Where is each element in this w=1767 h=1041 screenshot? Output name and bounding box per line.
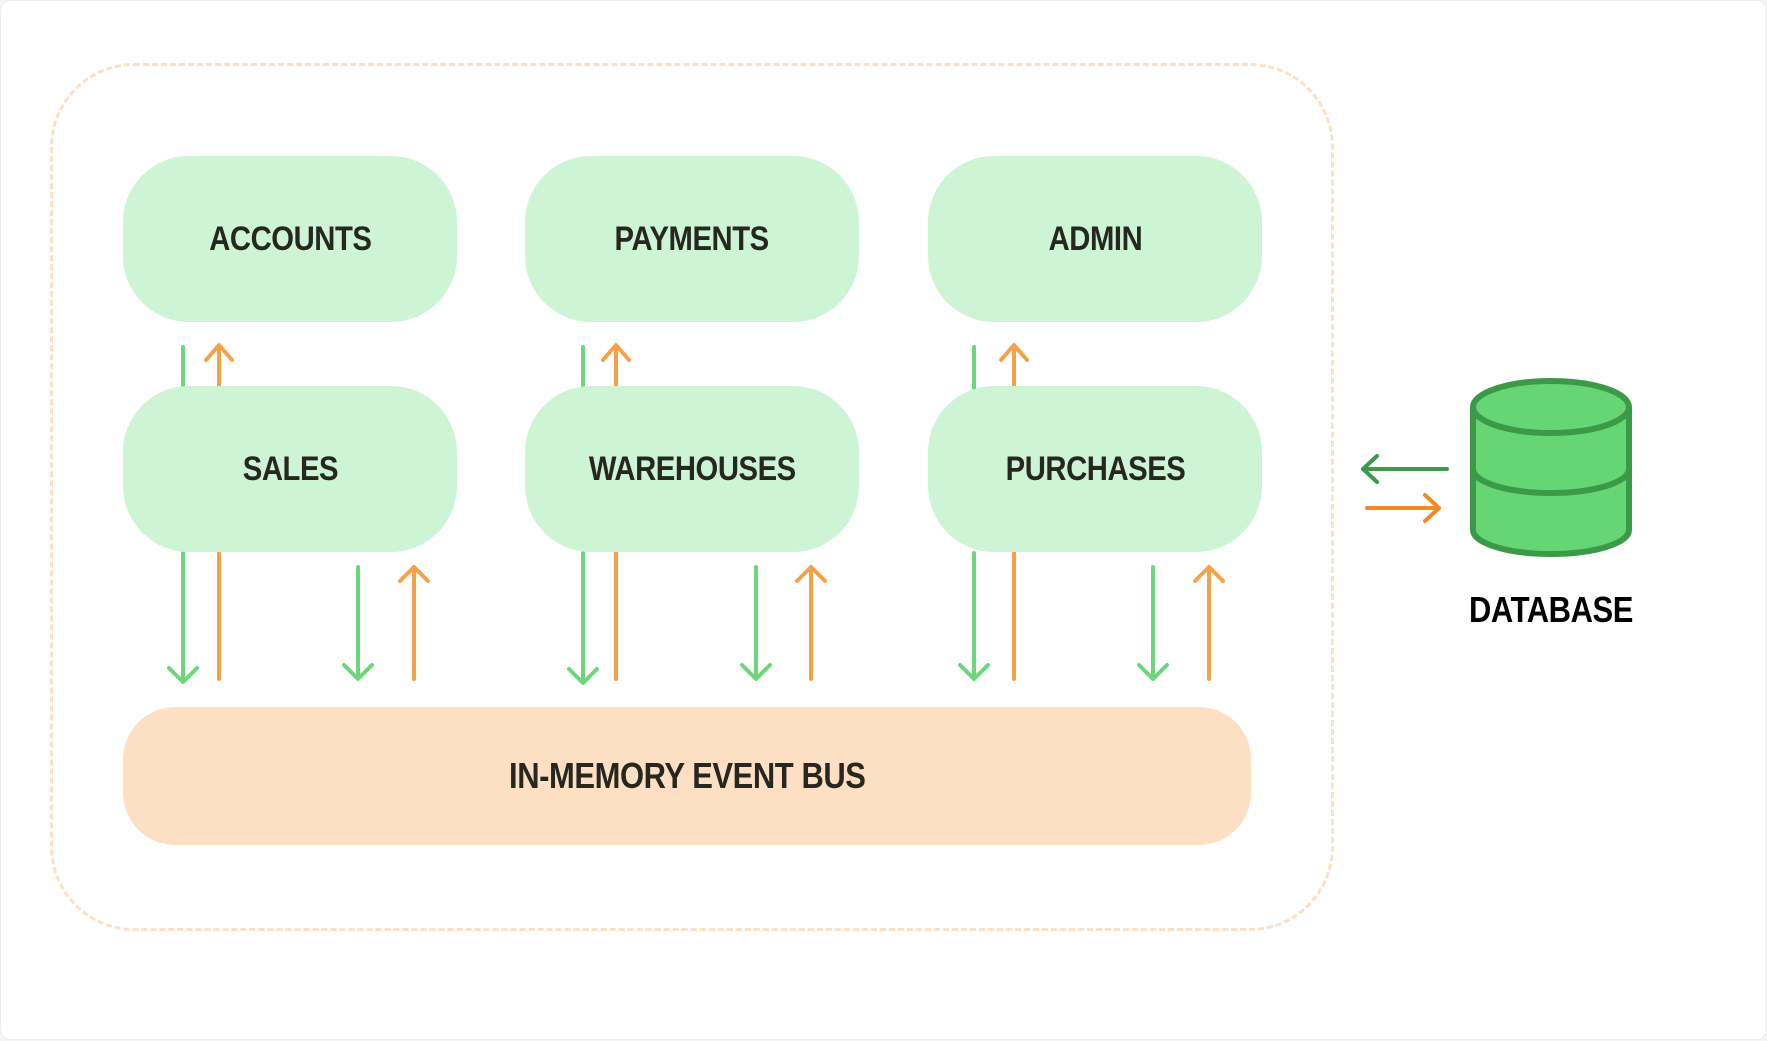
module-admin[interactable]: ADMIN — [928, 156, 1262, 322]
up-arrowhead-sales-2 — [398, 565, 430, 583]
event-bus-label: IN-MEMORY EVENT BUS — [508, 755, 866, 796]
application-boundary — [50, 63, 1334, 931]
up-arrowhead-purchases-2 — [1193, 565, 1225, 583]
down-arrowhead-purchases-2 — [1137, 663, 1169, 681]
down-arrowhead-sales-2 — [342, 663, 374, 681]
up-arrowhead-payments — [601, 343, 631, 362]
top-row-connectors — [181, 343, 1029, 395]
down-arrowhead-purchases-1 — [958, 663, 990, 681]
down-arrowhead-sales-1 — [167, 666, 199, 684]
arrow-from-database-head — [1361, 454, 1379, 484]
module-purchases[interactable]: PURCHASES — [928, 386, 1262, 552]
database-cylinder-icon — [1470, 378, 1632, 557]
database-connectors — [1361, 454, 1449, 523]
module-payments[interactable]: PAYMENTS — [525, 156, 859, 322]
module-accounts-label: ACCOUNTS — [208, 219, 372, 258]
database-label: DATABASE — [1469, 589, 1633, 630]
module-warehouses-label: WAREHOUSES — [588, 449, 796, 488]
module-sales[interactable]: SALES — [123, 386, 457, 552]
module-warehouses[interactable]: WAREHOUSES — [525, 386, 859, 552]
module-sales-label: SALES — [242, 449, 338, 488]
bus-connectors — [167, 551, 1225, 685]
down-arrowhead-warehouses-1 — [567, 667, 599, 685]
module-payments-label: PAYMENTS — [614, 219, 770, 258]
up-arrowhead-warehouses-2 — [795, 565, 827, 583]
module-accounts[interactable]: ACCOUNTS — [123, 156, 457, 322]
up-arrowhead-accounts — [204, 343, 234, 362]
event-bus[interactable]: IN-MEMORY EVENT BUS — [123, 707, 1251, 845]
up-arrowhead-admin — [999, 343, 1029, 362]
module-purchases-label: PURCHASES — [1005, 449, 1185, 488]
module-admin-label: ADMIN — [1048, 219, 1142, 258]
arrow-to-database-head — [1423, 493, 1441, 523]
down-arrowhead-warehouses-2 — [740, 663, 772, 681]
